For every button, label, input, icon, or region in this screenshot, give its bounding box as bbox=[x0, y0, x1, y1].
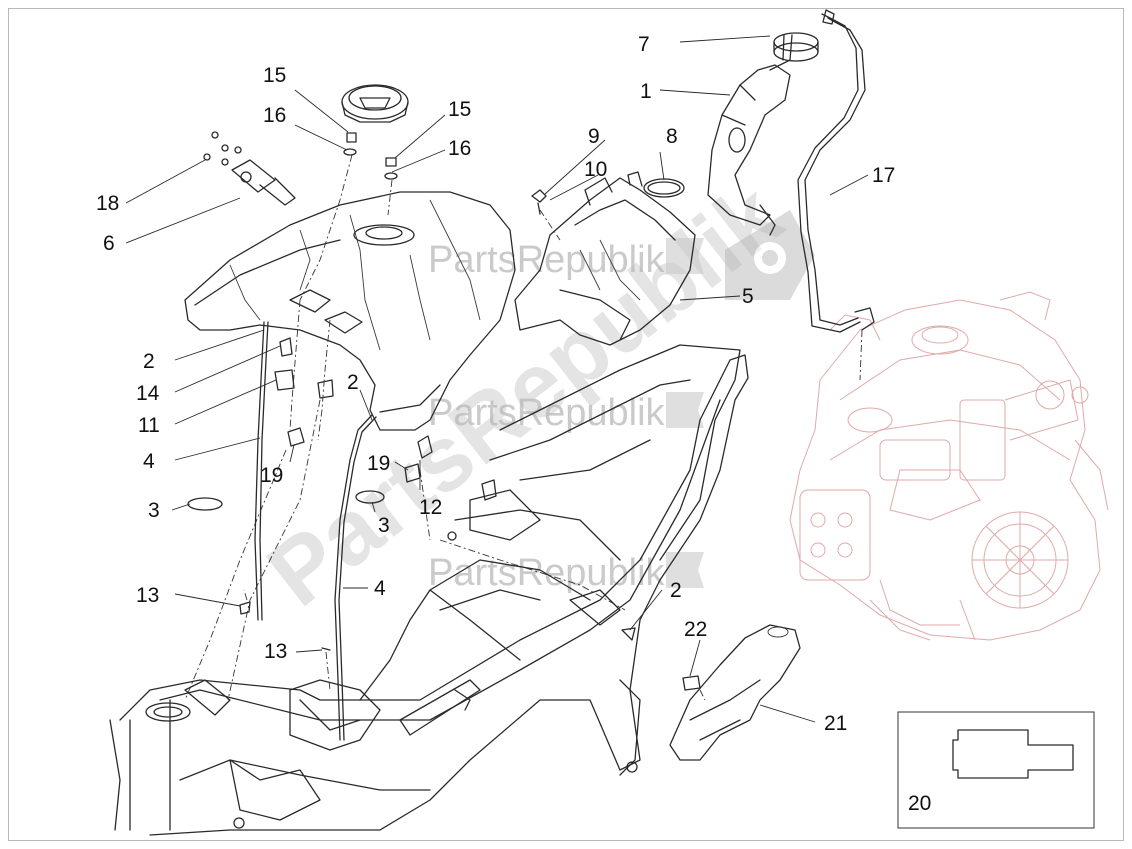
callout-21: 21 bbox=[824, 712, 847, 735]
callout-12: 12 bbox=[419, 496, 442, 519]
assembly-guide-lines bbox=[184, 154, 863, 701]
callout-8: 8 bbox=[666, 125, 678, 148]
filler-cap-ring bbox=[773, 32, 819, 62]
callout-19-right: 19 bbox=[367, 452, 390, 475]
callout-15-left: 15 bbox=[263, 64, 286, 87]
fuel-filler-neck bbox=[707, 64, 791, 236]
diagram-frame bbox=[8, 8, 1124, 841]
callout-13-left: 13 bbox=[136, 584, 159, 607]
item-20-box bbox=[897, 711, 1095, 829]
callout-13-right: 13 bbox=[264, 640, 287, 663]
callout-3-left: 3 bbox=[148, 499, 160, 522]
callout-16-right: 16 bbox=[448, 137, 471, 160]
callout-18: 18 bbox=[96, 192, 119, 215]
engine-drawing bbox=[789, 291, 1109, 641]
callout-19-left: 19 bbox=[260, 464, 283, 487]
callout-3-right: 3 bbox=[378, 514, 390, 537]
heat-shield bbox=[669, 624, 801, 761]
callout-15-right: 15 bbox=[448, 98, 471, 121]
callout-2-right: 2 bbox=[670, 579, 682, 602]
callout-10: 10 bbox=[584, 158, 607, 181]
motorcycle-frame bbox=[109, 344, 749, 836]
tank-filler-cap bbox=[341, 84, 409, 123]
callout-17: 17 bbox=[872, 164, 895, 187]
fuel-tank bbox=[184, 191, 516, 431]
vent-hose bbox=[769, 9, 875, 333]
callout-labels: 7 1 8 9 10 17 5 15 16 15 16 18 6 2 14 11… bbox=[96, 33, 931, 815]
callout-22: 22 bbox=[684, 618, 707, 641]
watermark-bottom: PartsRepublik bbox=[428, 552, 666, 594]
callout-20: 20 bbox=[908, 792, 931, 815]
gasket-ring bbox=[643, 178, 685, 198]
callout-6: 6 bbox=[103, 232, 115, 255]
airbox-panel bbox=[514, 171, 696, 346]
watermark-middle: PartsRepublik bbox=[428, 392, 666, 434]
callout-1: 1 bbox=[640, 80, 652, 103]
callout-11: 11 bbox=[138, 414, 160, 437]
watermark-flag-icon-2 bbox=[666, 392, 704, 428]
watermark: PartsRepublik PartsRepublik PartsRepubli… bbox=[250, 164, 815, 626]
watermark-gear-logo-icon bbox=[725, 210, 815, 300]
callout-2-left: 2 bbox=[143, 350, 155, 373]
callout-16-left: 16 bbox=[263, 104, 286, 127]
leader-lines bbox=[125, 35, 869, 723]
small-parts bbox=[187, 131, 701, 691]
callout-2-mid: 2 bbox=[347, 371, 359, 394]
callout-4-right: 4 bbox=[374, 577, 386, 600]
watermark-flag-icon-3 bbox=[666, 552, 704, 588]
callout-4-left: 4 bbox=[143, 450, 155, 473]
callout-14: 14 bbox=[136, 382, 160, 405]
callout-9: 9 bbox=[588, 125, 600, 148]
drain-hoses bbox=[254, 321, 377, 741]
watermark-flag-icon-1 bbox=[666, 238, 704, 274]
callout-7: 7 bbox=[638, 33, 650, 56]
callout-5: 5 bbox=[742, 285, 754, 308]
